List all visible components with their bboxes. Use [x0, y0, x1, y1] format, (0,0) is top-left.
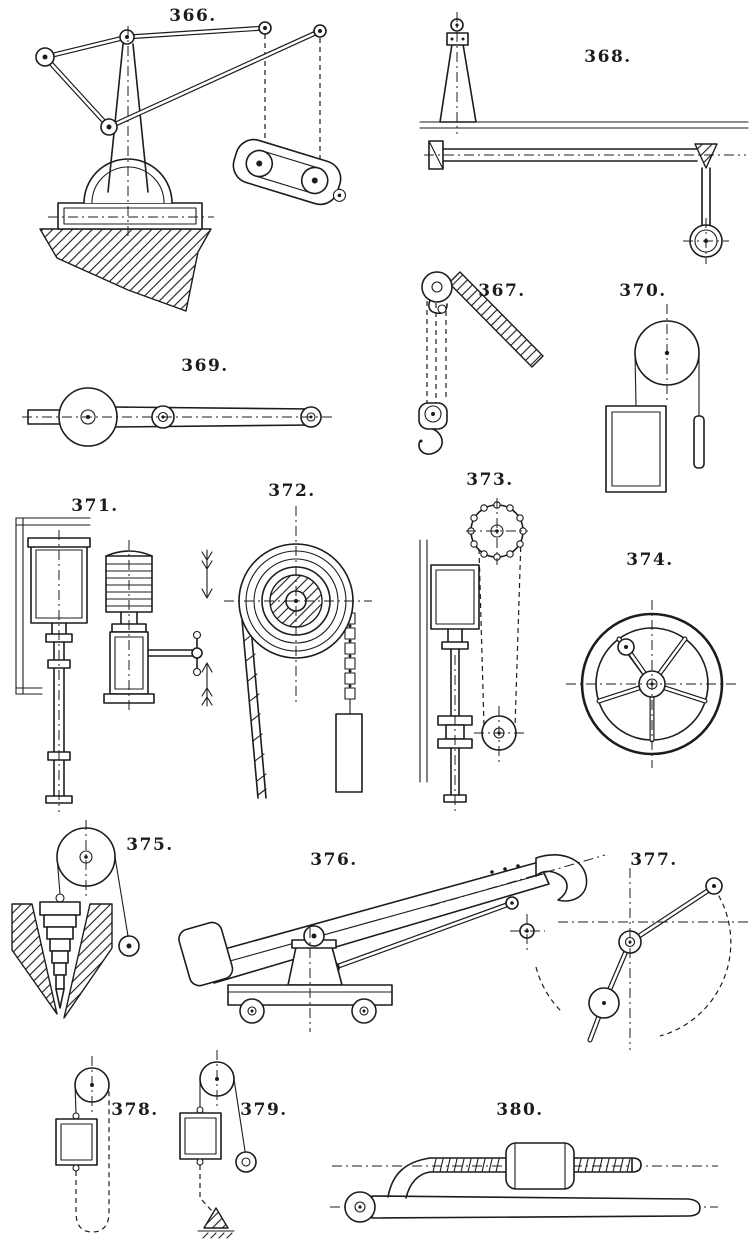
crane-base [57, 202, 203, 230]
weight-box [430, 564, 480, 630]
figure-373: 373. [419, 470, 528, 812]
figure-369: 369. [22, 356, 336, 447]
figure-378-label: 378. [111, 1100, 158, 1120]
threads-left [432, 1158, 500, 1173]
ground-hatch [39, 228, 212, 312]
figure-366: 366. [35, 6, 347, 312]
lower-bar [371, 1195, 701, 1219]
pit-left-wall [11, 903, 58, 1015]
figure-372: 372. [224, 481, 372, 799]
figure-375-label: 375. [126, 835, 173, 855]
hook [418, 428, 443, 455]
hanging-rod [335, 713, 363, 793]
up-arrow [201, 662, 213, 707]
handle-pivot [191, 647, 203, 659]
figure-366-label: 366. [169, 6, 216, 26]
boom [202, 861, 550, 984]
figure-374: 374. [566, 550, 740, 768]
figure-377: 377. [535, 850, 748, 1050]
arm [448, 271, 544, 368]
ring-weight [235, 1151, 257, 1173]
cage [55, 1118, 98, 1166]
counterweight [178, 921, 234, 987]
tilted-trolley [232, 138, 347, 206]
bracket [694, 143, 718, 169]
post [439, 43, 477, 123]
cage [179, 1112, 222, 1160]
figure-370-label: 370. [619, 281, 666, 301]
figure-371: 371. [15, 496, 213, 812]
elbow [387, 1157, 431, 1198]
coupling-nut [505, 1142, 575, 1190]
figure-379-label: 379. [240, 1100, 287, 1120]
threads-right [577, 1158, 631, 1173]
weight-plate [605, 405, 667, 493]
pedestal [287, 946, 343, 986]
figure-376-label: 376. [310, 850, 357, 870]
figure-380-label: 380. [496, 1100, 543, 1120]
figure-368: 368. [419, 12, 749, 264]
figure-380: 380. [330, 1100, 718, 1223]
figure-367-label: 367. [478, 281, 525, 301]
figure-369-label: 369. [181, 356, 228, 376]
drill-point [55, 988, 65, 1009]
pit-right-wall [63, 903, 113, 1019]
figure-376: 376. [178, 850, 606, 1032]
rod-weight [693, 415, 705, 469]
anchor [203, 1207, 229, 1229]
figure-371-label: 371. [71, 496, 118, 516]
figure-379: 379. [179, 1050, 287, 1239]
crane-mast [107, 43, 124, 193]
top-sheave [421, 271, 453, 303]
figure-373-label: 373. [466, 470, 513, 490]
figure-368-label: 368. [584, 47, 631, 67]
figure-367: 367. [418, 271, 544, 455]
figure-375: 375. [11, 820, 173, 1019]
figure-372-label: 372. [268, 481, 315, 501]
figure-378: 378. [55, 1056, 158, 1233]
figure-374-label: 374. [626, 550, 673, 570]
down-arrow [201, 549, 213, 599]
figure-370: 370. [605, 281, 705, 493]
figure-377-label: 377. [630, 850, 677, 870]
